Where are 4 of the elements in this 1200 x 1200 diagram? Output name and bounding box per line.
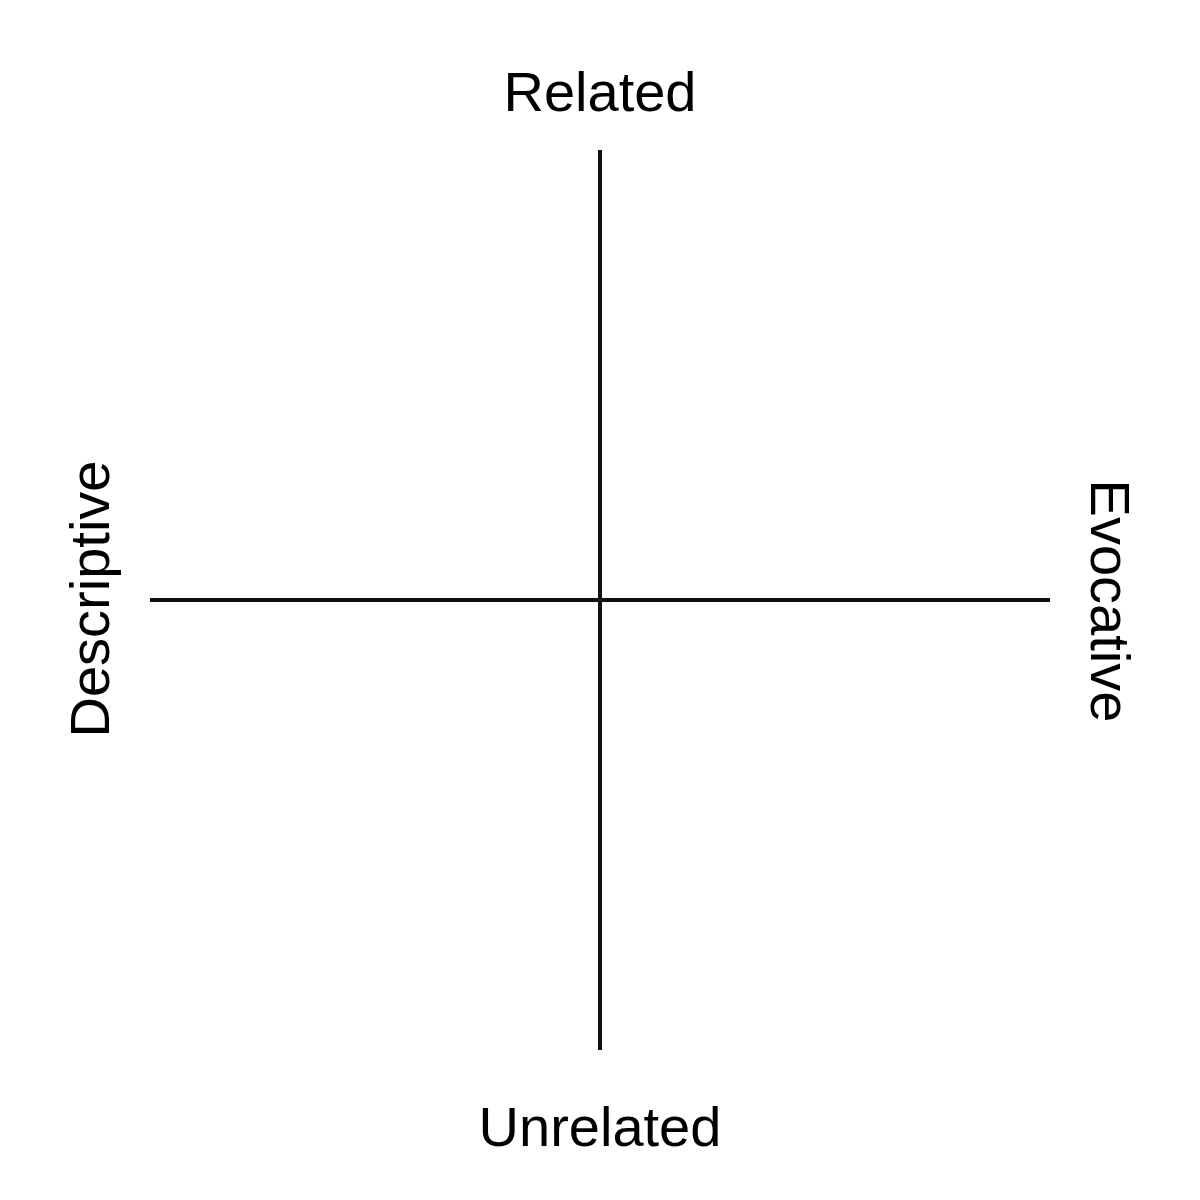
axis-label: Descriptive — [59, 460, 121, 738]
axis-label: Related — [503, 61, 697, 123]
axis-label: Unrelated — [478, 1096, 722, 1158]
axis-label: Evocative — [1079, 479, 1141, 723]
